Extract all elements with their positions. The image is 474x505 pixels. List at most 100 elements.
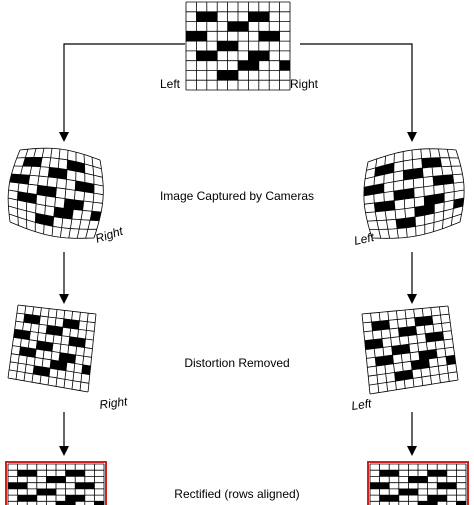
captured-left-board-black-cell xyxy=(53,207,64,218)
rectified-right-board-black-cell xyxy=(427,495,438,502)
captured-left-board-black-cell xyxy=(31,157,43,167)
original-chessboard-black-cell xyxy=(206,11,218,22)
rectified-left-board-black-cell xyxy=(65,470,76,477)
captured-right-board-grid-line xyxy=(363,161,373,239)
captured-left-board-grid-line xyxy=(43,148,53,235)
captured-right-board-grid-line xyxy=(393,153,399,239)
undistorted-right-board-black-cell xyxy=(427,349,438,359)
captured-left-board-grid-line xyxy=(16,148,29,226)
undistorted-left-board-grid-line xyxy=(55,310,66,387)
original-chessboard-black-cell xyxy=(238,60,249,71)
original-chessboard-black-cell xyxy=(227,41,238,51)
undistorted-right-board-black-cell xyxy=(380,320,390,330)
rectified-left-board-black-cell xyxy=(17,470,28,477)
undistorted-left-board-grid-line xyxy=(15,305,27,380)
captured-right-board-black-cell xyxy=(433,175,444,186)
rectified-left-board-black-cell xyxy=(56,476,66,483)
rectified-right-board-black-cell xyxy=(398,488,409,496)
captured-left-board-black-cell xyxy=(90,211,102,221)
captured-left-board-black-cell xyxy=(75,161,85,174)
undistorted-right-board-grid-line xyxy=(439,306,450,382)
rectified-left-board-black-cell xyxy=(84,482,95,489)
original-chessboard-black-cell xyxy=(238,21,249,32)
captured-left-board-black-cell xyxy=(73,199,84,211)
captured-right-board-black-cell xyxy=(374,165,385,177)
undistorted-right-board-black-cell xyxy=(371,321,382,331)
captured-left-board-black-cell xyxy=(64,198,75,210)
undistorted-right-board-grid-line xyxy=(370,313,380,393)
captured-right-board-grid-line xyxy=(373,158,382,239)
captured-left-board xyxy=(7,147,104,239)
original-chessboard-black-cell xyxy=(206,50,218,61)
undistorted-caption: Distortion Removed xyxy=(184,356,289,370)
undistorted-left-board-grid-line xyxy=(39,308,50,384)
captured-right-board-grid-line xyxy=(446,149,455,226)
right-arrow-stage-2 xyxy=(407,412,417,456)
original-chessboard-black-cell xyxy=(279,60,290,71)
captured-left-board-grid-line xyxy=(85,157,95,239)
rectified-right-board-black-cell xyxy=(379,470,390,477)
undistorted-right-board-black-cell xyxy=(383,355,394,365)
undistorted-right-board-black-cell xyxy=(394,371,405,382)
rectified-left-board-black-cell xyxy=(56,501,66,505)
rectified-left-board-black-cell xyxy=(8,482,18,489)
original-chessboard-black-cell xyxy=(258,31,270,42)
captured-caption: Image Captured by Cameras xyxy=(160,189,314,203)
undistorted-left-board-black-cell xyxy=(66,353,76,364)
rectified-right-board-black-cell xyxy=(389,495,399,502)
undistorted-right-board-black-cell xyxy=(418,350,429,361)
undistorted-right-board-grid-line xyxy=(404,309,415,388)
original-chessboard-black-cell xyxy=(196,11,207,22)
rectified-left-board-black-cell xyxy=(27,470,37,477)
undistorted-left-board-grid-line xyxy=(7,304,19,379)
undistorted-right-board-grid-line xyxy=(447,305,459,381)
left-branch-arrow xyxy=(59,43,185,142)
undistorted-right-board-black-cell xyxy=(407,326,417,336)
captured-left-board-grid-line xyxy=(76,154,86,239)
captured-left-board-black-cell xyxy=(36,185,48,196)
rectified-right-board-black-cell xyxy=(437,470,447,477)
rectified-left-board-black-cell xyxy=(36,488,47,496)
rectified-right-board xyxy=(367,461,469,505)
undistorted-left-board-grid-line xyxy=(71,312,81,390)
captured-left-board-grid-line xyxy=(51,148,61,237)
undistorted-left-board-black-cell xyxy=(44,341,53,352)
rectified-right-board-black-cell xyxy=(446,482,457,489)
rectified-right-board-black-cell xyxy=(427,501,438,505)
captured-right-board-black-cell xyxy=(396,218,407,229)
captured-left-board-grid-line xyxy=(7,149,21,223)
captured-right-board-grid-line xyxy=(411,149,417,237)
rectified-right-board-black-cell xyxy=(379,482,390,489)
captured-right-board-black-cell xyxy=(421,158,432,168)
rectified-left-board-black-cell xyxy=(27,495,37,502)
rectified-right-board-black-cell xyxy=(379,495,390,502)
undistorted-right-board-black-cell xyxy=(419,358,430,369)
captured-left-view-label: Right xyxy=(94,224,126,246)
undistorted-right-board-black-cell xyxy=(375,356,385,367)
captured-right-board-grid-line xyxy=(420,149,426,235)
left-arrow-stage-2 xyxy=(59,412,69,456)
undistorted-right-board-black-cell xyxy=(400,344,410,354)
rectified-right-board-black-cell xyxy=(456,501,466,505)
original-chessboard-black-cell xyxy=(248,60,259,71)
captured-right-board-black-cell xyxy=(434,193,445,204)
captured-left-board-grid-line xyxy=(93,159,104,239)
undistorted-right-board-grid-line xyxy=(421,308,432,385)
top-right-label: Right xyxy=(290,77,319,91)
undistorted-left-board-grid-line xyxy=(31,307,42,383)
undistorted-right-view-label: Left xyxy=(350,396,372,413)
rectified-right-board-black-cell xyxy=(370,482,380,489)
captured-right-board-black-cell xyxy=(405,216,416,228)
original-chessboard-black-cell xyxy=(258,50,270,61)
rectified-right-board-black-cell xyxy=(418,476,428,483)
rectified-left-board-black-cell xyxy=(75,495,85,502)
captured-left-board-black-cell xyxy=(9,174,21,184)
original-chessboard-black-cell xyxy=(217,41,228,51)
undistorted-right-board-grid-line xyxy=(430,307,441,383)
rectified-right-board-black-cell xyxy=(408,488,418,496)
rectified-left-board xyxy=(5,461,107,505)
captured-right-board-grid-line xyxy=(455,149,465,223)
left-arrow-stage-1 xyxy=(59,252,69,304)
captured-right-board-black-cell xyxy=(384,162,394,175)
